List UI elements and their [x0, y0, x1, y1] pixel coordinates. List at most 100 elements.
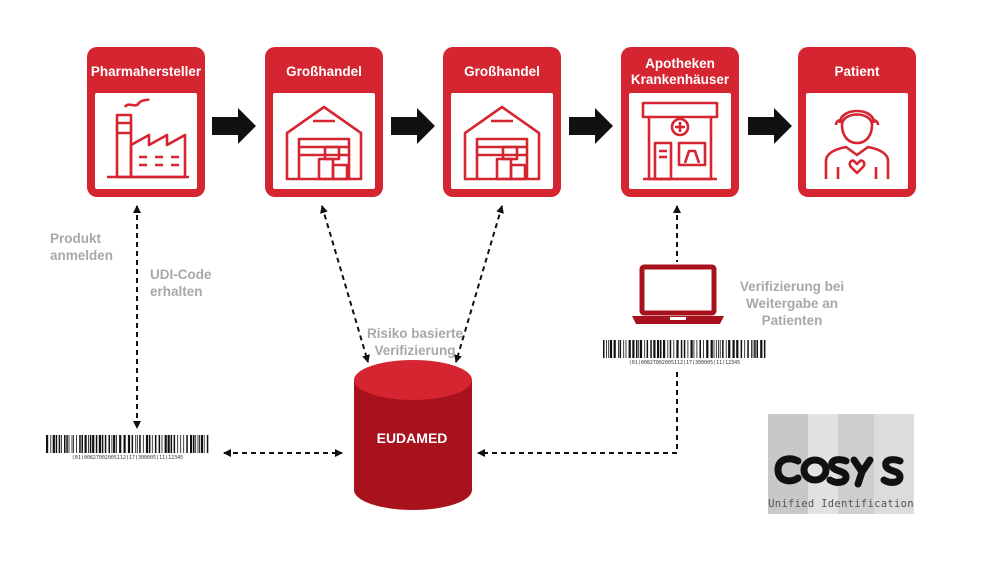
wholesale-1-icon-box — [273, 93, 375, 189]
barcode-bar — [158, 435, 161, 453]
barcode-bar — [760, 340, 763, 358]
barcode-bar — [690, 340, 693, 358]
barcode-bar — [104, 435, 107, 453]
risk-label-line-1: Risiko basierte — [366, 326, 464, 341]
manufacturer-icon-box — [95, 93, 197, 189]
database-icon — [354, 360, 472, 510]
barcode-bar — [81, 435, 83, 453]
barcode-bar — [625, 340, 627, 358]
barcode-bar — [180, 435, 182, 453]
barcode-bar — [145, 435, 149, 453]
barcode-bar — [609, 340, 613, 358]
cosys-logo-tagline: Unified Identification — [768, 498, 914, 510]
barcode-bar — [676, 340, 679, 358]
flow-arrow-1 — [212, 108, 256, 144]
manufacturer-title: Pharmahersteller — [90, 64, 202, 79]
barcode-bar — [170, 435, 173, 453]
barcode-bar — [740, 340, 743, 358]
barcode-bar — [710, 340, 713, 358]
barcode-bar — [673, 340, 675, 358]
barcode-bar — [744, 340, 746, 358]
verify-label-line-3: Patienten — [761, 313, 823, 328]
barcode-bar — [89, 435, 92, 453]
barcode-bar — [713, 340, 715, 358]
barcode-bar — [111, 435, 113, 453]
barcode-bar — [703, 340, 704, 358]
barcode-bar — [206, 435, 209, 453]
flow-arrow-2 — [391, 108, 435, 144]
barcode-bar — [756, 340, 758, 358]
barcode-bar — [699, 340, 701, 358]
barcode-bar — [136, 435, 138, 453]
barcode-bar — [183, 435, 185, 453]
barcode-bar — [76, 435, 77, 453]
barcode-bar — [728, 340, 731, 358]
patient-title: Patient — [834, 64, 880, 79]
flow-arrow-3 — [569, 108, 613, 144]
barcode-bar — [718, 340, 719, 358]
barcode-bar — [139, 435, 141, 453]
barcode-bar — [119, 435, 122, 453]
barcode-bar — [55, 435, 58, 453]
barcode-bar — [73, 435, 74, 453]
barcode-bar — [613, 340, 616, 358]
barcode-bar — [706, 340, 709, 358]
barcode-bar — [79, 435, 81, 453]
wholesale-2-icon-box — [451, 93, 553, 189]
barcode-bar — [101, 435, 104, 453]
barcode-bar — [193, 435, 195, 453]
barcode-bar — [696, 340, 698, 358]
barcode-bar — [199, 435, 200, 453]
barcode-bar — [154, 435, 157, 453]
barcode-bar — [173, 435, 176, 453]
barcode-left-bars — [46, 435, 209, 453]
barcode-bar — [608, 340, 610, 358]
barcode-bar — [715, 340, 717, 358]
barcode-bar — [722, 340, 724, 358]
barcode-bar — [669, 340, 672, 358]
register-label-line-1: Produkt — [50, 231, 102, 246]
barcode-bar — [116, 435, 117, 453]
barcode-bar — [693, 340, 695, 358]
barcode-bar — [113, 435, 116, 453]
verify-label-line-2: Weitergabe an — [745, 296, 839, 311]
barcode-bar — [66, 435, 68, 453]
barcode-bar — [736, 340, 739, 358]
patient-icon-box — [806, 93, 908, 189]
barcode-left: (01)00827002005112(17)300005(11)12345 — [45, 435, 210, 461]
barcode-bar — [195, 435, 197, 453]
barcode-bar — [123, 435, 126, 453]
barcode-bar — [751, 340, 752, 358]
barcode-bar — [46, 435, 49, 453]
barcode-bar — [732, 340, 735, 358]
wholesale-2-card: Großhandel — [443, 47, 561, 197]
barcode-bar — [68, 435, 70, 453]
barcode-bar — [135, 435, 137, 453]
barcode-bar — [167, 435, 170, 453]
pharmacy-store-icon — [641, 101, 719, 181]
barcode-bar — [52, 435, 55, 453]
barcode-bar — [752, 340, 754, 358]
barcode-bar — [186, 435, 188, 453]
barcode-bar — [58, 435, 61, 453]
laptop-icon — [632, 264, 724, 324]
warehouse-icon — [463, 105, 541, 181]
barcode-bar — [606, 340, 607, 358]
barcode-right: (01)00827002005112(17)300005(11)12345 — [602, 340, 767, 366]
barcode-right-digits: (01)00827002005112(17)300005(11)12345 — [628, 360, 741, 366]
wholesale-2-database-connector — [454, 205, 504, 363]
barcode-bar — [88, 435, 89, 453]
pharmacy-title-line-2: Krankenhäuser — [630, 72, 730, 87]
barcode-bar — [638, 340, 640, 358]
wholesale-2-title: Großhandel — [464, 64, 540, 79]
barcode-bar — [747, 340, 749, 358]
barcode-bar — [657, 340, 660, 358]
barcode-bar — [644, 340, 646, 358]
database-label: EUDAMED — [376, 430, 448, 446]
barcode-bar — [92, 435, 95, 453]
barcode-bar — [98, 435, 101, 453]
cosys-logo: Unified Identification — [768, 414, 914, 514]
barcode-bar — [719, 340, 721, 358]
barcode-bar — [203, 435, 205, 453]
